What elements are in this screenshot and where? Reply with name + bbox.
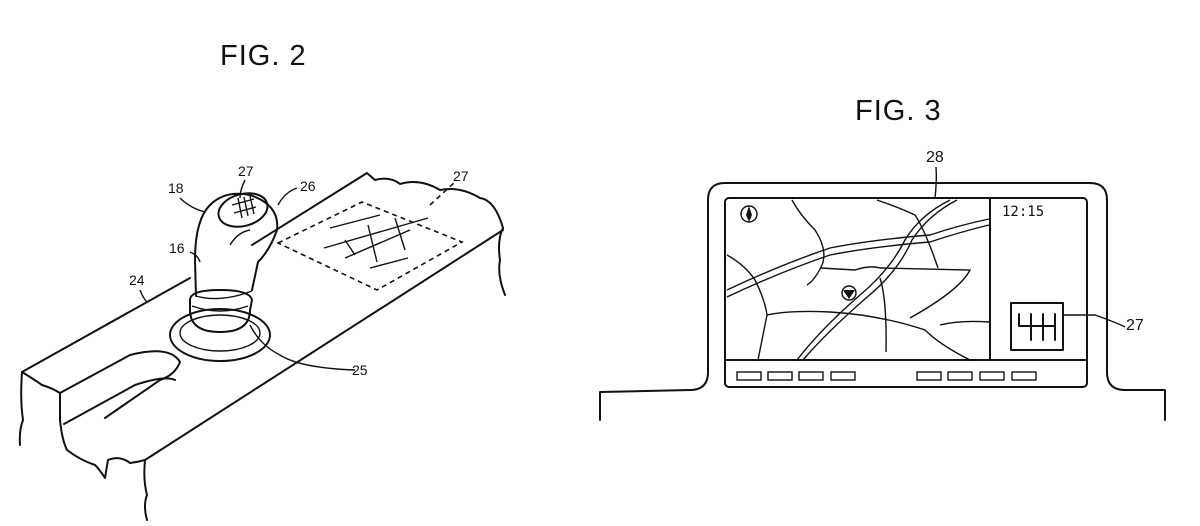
figure-title: FIG. 2 — [220, 40, 307, 72]
leader-lines-fig2 — [139, 179, 456, 371]
ref-label: 24 — [129, 272, 145, 288]
soft-buttons — [736, 371, 1037, 381]
ref-label: 26 — [300, 178, 316, 194]
shift-knob-16 — [169, 192, 279, 362]
ref-label: 28 — [926, 149, 944, 166]
ref-label: 27 — [1126, 317, 1144, 334]
display-screen-28 — [724, 197, 1088, 388]
navigation-map — [726, 199, 990, 361]
figure-title: FIG. 3 — [855, 95, 942, 127]
shift-pattern-icon-27 — [1010, 302, 1064, 351]
console-24 — [18, 172, 506, 521]
ref-label: 27 — [238, 163, 254, 179]
ref-label: 18 — [168, 180, 184, 196]
ref-label: 16 — [169, 240, 185, 256]
leader-lines-fig3 — [934, 166, 1126, 328]
dashboard-bezel — [599, 182, 1166, 421]
ref-label: 27 — [453, 168, 469, 184]
shift-pattern-dashed-27 — [276, 201, 464, 291]
compass-icon — [740, 205, 758, 223]
ref-label: 25 — [352, 362, 368, 378]
clock-display: 12:15 — [1002, 204, 1045, 220]
